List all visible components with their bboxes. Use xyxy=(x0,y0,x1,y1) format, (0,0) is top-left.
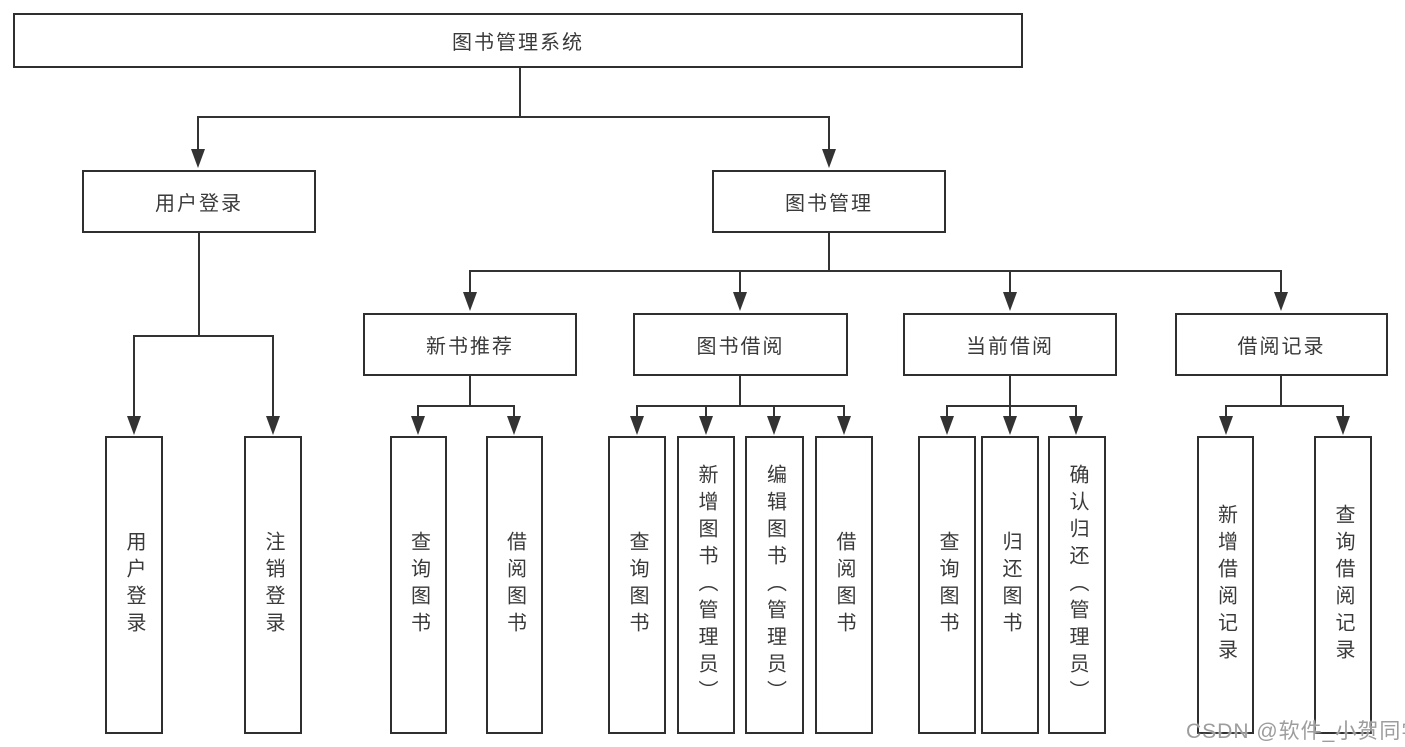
node-root-library-system: 图书管理系统 xyxy=(13,13,1023,68)
node-cb-return-books: 归还图书 xyxy=(981,436,1039,734)
connector-to-cb-confirm xyxy=(1075,405,1077,417)
node-nbr-borrow-books: 借阅图书 xyxy=(486,436,543,734)
connector-to-book-borrow xyxy=(739,270,741,294)
node-leaf-user-login-label: 用户登录 xyxy=(123,531,145,639)
node-cb-query-books-label: 查询图书 xyxy=(936,531,958,639)
node-nbr-query-books-label: 查询图书 xyxy=(407,531,430,639)
node-book-borrow-label: 图书借阅 xyxy=(696,336,785,358)
arrow-down-icon xyxy=(1219,416,1233,435)
node-leaf-logout-label: 注销登录 xyxy=(262,531,284,639)
connector-to-cb-return xyxy=(1009,405,1011,417)
node-br-query-record: 查询借阅记录 xyxy=(1314,436,1372,734)
node-book-management: 图书管理 xyxy=(712,170,946,233)
connector-user-login-hline xyxy=(133,335,274,337)
node-br-query-record-label: 查询借阅记录 xyxy=(1332,504,1354,666)
arrow-down-icon xyxy=(1003,292,1017,311)
arrow-down-icon xyxy=(1336,416,1350,435)
connector-cb-stub xyxy=(1009,376,1011,407)
connector-to-nbr-borrow xyxy=(513,405,515,417)
node-bb-add-books-label: 新增图书（管理员） xyxy=(695,463,717,707)
connector-to-bb-query xyxy=(636,405,638,417)
node-bb-add-books: 新增图书（管理员） xyxy=(677,436,735,734)
arrow-down-icon xyxy=(191,149,205,168)
connector-book-management-hline xyxy=(469,270,1282,272)
arrow-down-icon xyxy=(1003,416,1017,435)
connector-bb-stub xyxy=(739,376,741,407)
connector-br-stub xyxy=(1280,376,1282,407)
node-leaf-logout: 注销登录 xyxy=(244,436,302,734)
arrow-down-icon xyxy=(630,416,644,435)
connector-to-bb-add xyxy=(705,405,707,417)
arrow-down-icon xyxy=(411,416,425,435)
node-new-book-recommend-label: 新书推荐 xyxy=(426,336,514,358)
csdn-watermark: CSDN @软件_小贺同学 xyxy=(1186,720,1405,743)
node-br-add-record: 新增借阅记录 xyxy=(1197,436,1254,734)
connector-to-leaf-logout xyxy=(272,335,274,417)
node-book-borrow: 图书借阅 xyxy=(633,313,848,376)
connector-cb-hline xyxy=(946,405,1077,407)
connector-to-br-query xyxy=(1342,405,1344,417)
arrow-down-icon xyxy=(266,416,280,435)
connector-to-leaf-user-login xyxy=(133,335,135,417)
node-nbr-borrow-books-label: 借阅图书 xyxy=(503,531,526,639)
arrow-down-icon xyxy=(507,416,521,435)
node-cb-confirm-return: 确认归还（管理员） xyxy=(1048,436,1106,734)
node-bb-query-books-label: 查询图书 xyxy=(626,531,648,639)
node-leaf-user-login: 用户登录 xyxy=(105,436,163,734)
connector-to-bb-borrow xyxy=(843,405,845,417)
connector-nbr-stub xyxy=(469,376,471,407)
connector-to-user-login xyxy=(197,116,199,150)
arrow-down-icon xyxy=(463,292,477,311)
node-bb-edit-books: 编辑图书（管理员） xyxy=(745,436,804,734)
arrow-down-icon xyxy=(1069,416,1083,435)
node-root-label: 图书管理系统 xyxy=(452,32,584,54)
node-cb-query-books: 查询图书 xyxy=(918,436,976,734)
connector-book-management-stub xyxy=(828,233,830,272)
arrow-down-icon xyxy=(733,292,747,311)
connector-to-new-book-recommend xyxy=(469,270,471,294)
node-cb-return-books-label: 归还图书 xyxy=(999,531,1021,639)
connector-bb-hline xyxy=(636,405,844,407)
arrow-down-icon xyxy=(940,416,954,435)
node-borrow-records-label: 借阅记录 xyxy=(1237,336,1326,358)
node-bb-query-books: 查询图书 xyxy=(608,436,666,734)
connector-br-hline xyxy=(1225,405,1343,407)
connector-to-bb-edit xyxy=(773,405,775,417)
arrow-down-icon xyxy=(767,416,781,435)
arrow-down-icon xyxy=(1274,292,1288,311)
connector-to-book-management xyxy=(828,116,830,150)
connector-to-nbr-query xyxy=(417,405,419,417)
connector-user-login-stub xyxy=(198,233,200,337)
arrow-down-icon xyxy=(127,416,141,435)
arrow-down-icon xyxy=(837,416,851,435)
connector-nbr-hline xyxy=(417,405,515,407)
connector-to-br-add xyxy=(1225,405,1227,417)
connector-root-stub xyxy=(519,68,521,118)
arrow-down-icon xyxy=(822,149,836,168)
arrow-down-icon xyxy=(699,416,713,435)
node-nbr-query-books: 查询图书 xyxy=(390,436,447,734)
node-cb-confirm-return-label: 确认归还（管理员） xyxy=(1066,463,1088,707)
node-bb-borrow-books: 借阅图书 xyxy=(815,436,873,734)
node-br-add-record-label: 新增借阅记录 xyxy=(1214,504,1237,666)
node-new-book-recommend: 新书推荐 xyxy=(363,313,577,376)
node-bb-borrow-books-label: 借阅图书 xyxy=(833,531,855,639)
connector-to-cb-query xyxy=(946,405,948,417)
node-current-borrow-label: 当前借阅 xyxy=(966,336,1054,358)
connector-to-borrow-records xyxy=(1280,270,1282,294)
connector-root-hline xyxy=(198,116,830,118)
node-borrow-records: 借阅记录 xyxy=(1175,313,1388,376)
node-user-login: 用户登录 xyxy=(82,170,316,233)
connector-to-current-borrow xyxy=(1009,270,1011,294)
node-book-management-label: 图书管理 xyxy=(785,193,873,215)
node-bb-edit-books-label: 编辑图书（管理员） xyxy=(763,463,786,707)
node-user-login-label: 用户登录 xyxy=(155,193,243,215)
node-current-borrow: 当前借阅 xyxy=(903,313,1117,376)
